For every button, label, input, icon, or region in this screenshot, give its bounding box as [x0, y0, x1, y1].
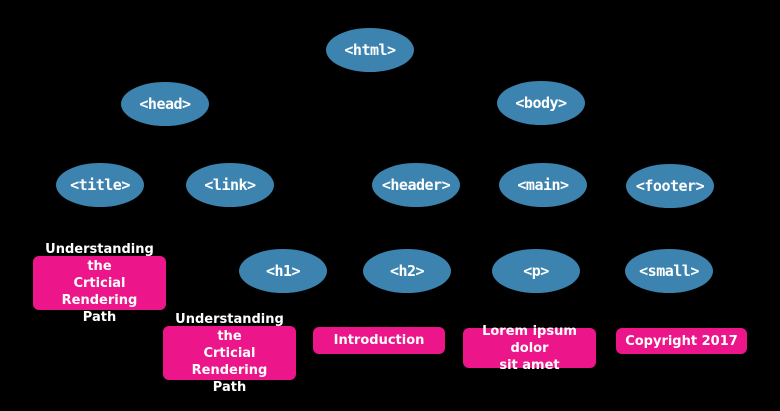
element-node-p: <p> [492, 249, 580, 293]
element-node-header: <header> [372, 163, 460, 207]
text-node-small-content: Copyright 2017 [616, 328, 747, 354]
element-node-body: <body> [497, 81, 585, 125]
element-node-head: <head> [121, 82, 209, 126]
text-node-title-content: Understanding the Crticial Rendering Pat… [33, 242, 166, 325]
element-node-h1: <h1> [239, 249, 327, 293]
element-node-html: <html> [326, 28, 414, 72]
text-node-p-content: Lorem ipsum dolor sit amet [463, 324, 596, 373]
element-node-title: <title> [56, 163, 144, 207]
text-node-h2-content: Introduction [313, 327, 445, 354]
element-node-link: <link> [186, 163, 274, 207]
element-node-footer: <footer> [626, 164, 714, 208]
element-node-h2: <h2> [363, 249, 451, 293]
element-node-small: <small> [625, 249, 713, 293]
text-node-h1-content: Understanding the Crticial Rendering Pat… [163, 312, 296, 395]
element-node-main: <main> [499, 163, 587, 207]
